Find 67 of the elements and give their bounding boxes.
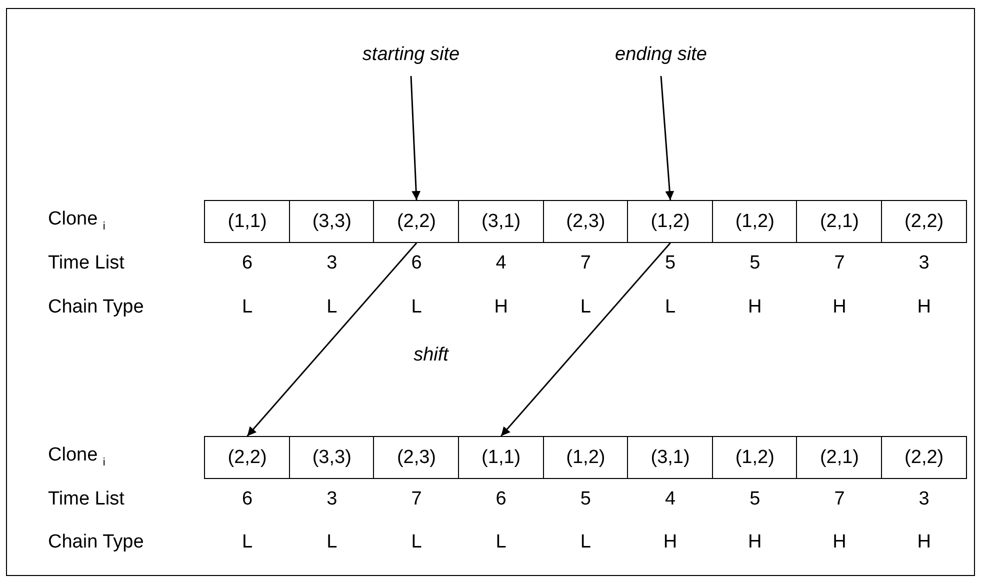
value-text: H xyxy=(663,532,678,554)
arrow xyxy=(410,76,421,200)
value-text: L xyxy=(496,532,506,554)
sequence-cell: (2,1) xyxy=(796,200,883,243)
sequence-cell: (1,2) xyxy=(712,200,798,243)
value-text: H xyxy=(832,532,846,554)
value-text: 6 xyxy=(242,252,253,276)
sequence-cell: (2,1) xyxy=(796,436,883,479)
value-text: L xyxy=(242,532,253,554)
value-text: 5 xyxy=(665,252,676,276)
value-text: H xyxy=(494,296,508,320)
value-text: 7 xyxy=(580,252,591,276)
arrow xyxy=(500,242,671,436)
sequence-cell: (1,1) xyxy=(204,200,290,243)
sequence-cell: (1,2) xyxy=(712,436,798,479)
sequence-cell: (1,2) xyxy=(542,436,629,479)
value-text: L xyxy=(242,296,253,320)
sequence-cell: (1,1) xyxy=(458,436,544,479)
value-text: H xyxy=(748,296,762,320)
sequence-cell: (3,1) xyxy=(627,436,714,479)
value-text: L xyxy=(411,296,422,320)
sequence-cell: (3,3) xyxy=(288,200,375,243)
value-text: L xyxy=(665,296,676,320)
arrow xyxy=(660,76,674,200)
sequence-cell: (2,2) xyxy=(881,436,968,479)
value-text: 7 xyxy=(834,252,845,276)
row-header: Clone $_{i}$ xyxy=(48,444,106,470)
arrow xyxy=(246,242,418,436)
value-text: 7 xyxy=(834,488,845,512)
value-text: 5 xyxy=(580,488,591,512)
row-header: Chain Type xyxy=(48,296,144,320)
value-text: 4 xyxy=(665,488,676,512)
sequence-cell: (2,3) xyxy=(542,200,629,243)
value-text: 5 xyxy=(750,252,760,276)
site-label: ending site xyxy=(601,44,721,70)
value-text: H xyxy=(748,532,762,554)
site-label: starting site xyxy=(341,44,481,70)
sequence-cell: (1,2) xyxy=(627,200,714,243)
value-text: 3 xyxy=(918,488,930,512)
value-text: 6 xyxy=(496,488,506,512)
sequence-cell: (3,1) xyxy=(458,200,544,243)
sequence-cell: (2,2) xyxy=(881,200,968,243)
value-text: 6 xyxy=(411,252,422,276)
row-header: Clone $_{i}$ xyxy=(48,208,106,234)
value-text: 4 xyxy=(496,252,506,276)
value-text: H xyxy=(917,296,931,320)
value-text: 3 xyxy=(918,252,930,276)
row-header: Time List xyxy=(48,488,124,512)
row-header: Chain Type xyxy=(48,532,144,554)
row-header: Time List xyxy=(48,252,124,276)
value-text: H xyxy=(917,532,931,554)
value-text: H xyxy=(832,296,846,320)
value-text: 3 xyxy=(326,488,338,512)
value-text: L xyxy=(326,296,338,320)
sequence-cell: (2,2) xyxy=(373,200,460,243)
value-text: 7 xyxy=(411,488,422,512)
value-text: L xyxy=(580,532,591,554)
sequence-cell: (2,3) xyxy=(373,436,460,479)
sequence-cell: (2,2) xyxy=(204,436,290,479)
sequence-cell: (3,3) xyxy=(288,436,375,479)
value-text: L xyxy=(411,532,422,554)
value-text: L xyxy=(580,296,591,320)
value-text: L xyxy=(326,532,338,554)
annotation-text: shift xyxy=(414,344,448,368)
value-text: 6 xyxy=(242,488,253,512)
value-text: 3 xyxy=(326,252,338,276)
value-text: 5 xyxy=(750,488,760,512)
